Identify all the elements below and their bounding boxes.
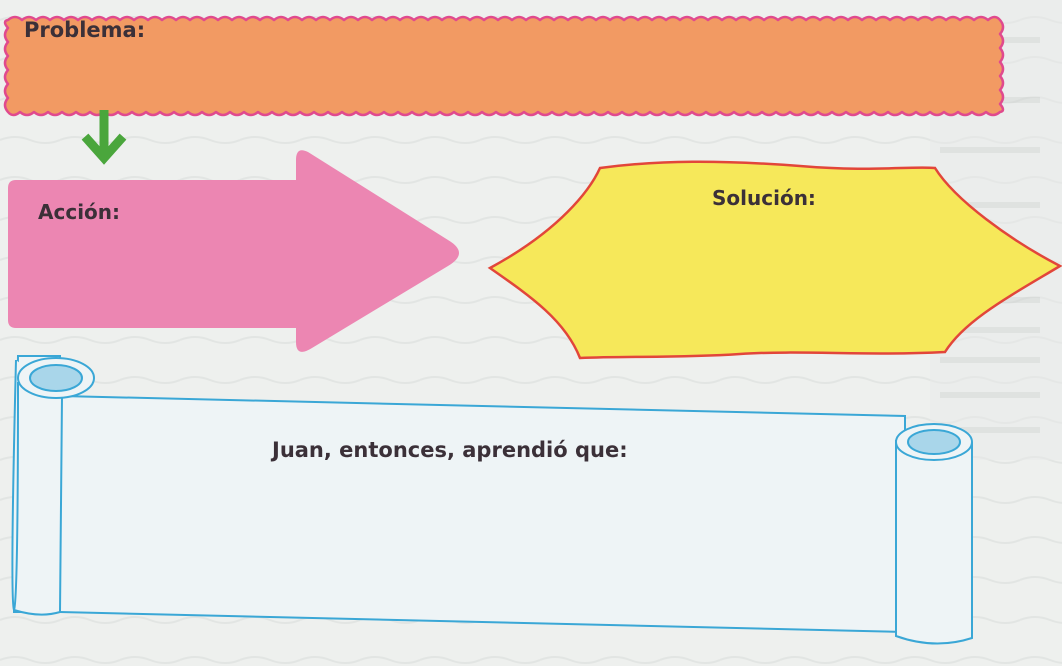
problem-box[interactable] (3, 15, 1005, 117)
solution-shape[interactable] (487, 160, 1062, 360)
action-label: Acción: (38, 200, 121, 224)
scroll-label: Juan, entonces, aprendió que: (272, 438, 628, 462)
action-arrow[interactable] (8, 150, 459, 352)
problem-label: Problema: (24, 18, 146, 42)
down-arrow (81, 110, 127, 165)
learning-scroll[interactable] (11, 355, 973, 645)
solution-label: Solución: (712, 186, 816, 210)
